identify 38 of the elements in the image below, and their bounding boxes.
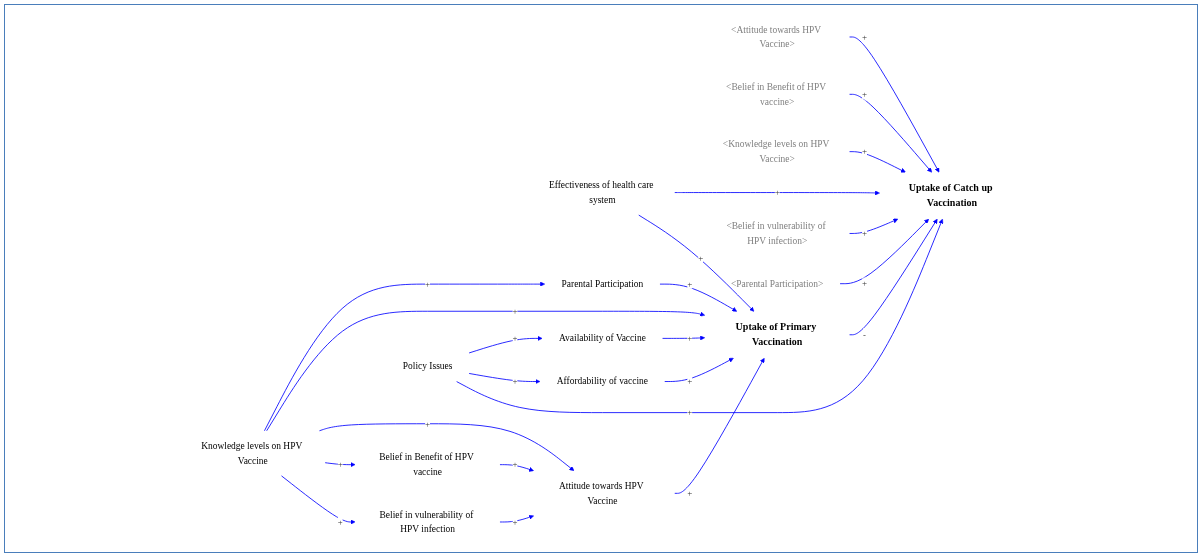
node-text: <Knowledge levels on HPV Vaccine> <box>722 139 829 164</box>
node-text: Uptake of Catch up Vaccination <box>908 182 993 209</box>
node-text: <Belief in vulnerability of HPV infection> <box>726 220 826 246</box>
edge-label: + <box>774 187 780 198</box>
edge-label: + <box>861 146 867 157</box>
edge-label: + <box>337 516 343 527</box>
edge-label: + <box>512 459 518 470</box>
node-text: Uptake of Primary Vaccination <box>735 321 816 348</box>
node-text: Effectiveness of health care system <box>548 180 654 205</box>
node-text: Belief in Benefit of HPV vaccine <box>378 452 474 477</box>
edge-label: - <box>862 329 866 340</box>
node-text: <Belief in Benefit of HPV vaccine> <box>725 81 826 107</box>
node-text: Attitude towards HPV Vaccine <box>558 480 644 506</box>
edge-label: + <box>512 306 518 316</box>
edge-label: + <box>337 459 343 470</box>
edge-label: + <box>686 488 692 498</box>
node-text: <Parental Participation> <box>730 278 823 289</box>
edge-label: + <box>861 31 867 42</box>
node-text: Knowledge levels on HPV Vaccine <box>200 440 302 466</box>
edge-label: + <box>697 252 703 263</box>
edge-label: + <box>686 279 692 289</box>
edge-label: + <box>512 516 518 527</box>
edge-label: + <box>424 418 430 429</box>
edge-label: + <box>686 407 692 418</box>
node-text: Availability of Vaccine <box>558 332 646 344</box>
node-text: Parental Participation <box>561 278 643 290</box>
node-text: Policy Issues <box>402 360 453 372</box>
edge-label: + <box>861 228 867 238</box>
edge-label: + <box>861 89 867 99</box>
node-text: <Attitude towards HPV Vaccine> <box>730 24 821 50</box>
node-text: Affordability of vaccine <box>556 376 648 387</box>
edge-label: + <box>861 278 867 289</box>
edge-label: + <box>512 376 518 386</box>
edge-label: + <box>512 333 518 343</box>
node-text: Belief in vulnerability of HPV infection <box>379 509 473 535</box>
edge-label: + <box>424 279 430 289</box>
edge-label: + <box>686 376 692 386</box>
edge-label: + <box>686 333 692 343</box>
